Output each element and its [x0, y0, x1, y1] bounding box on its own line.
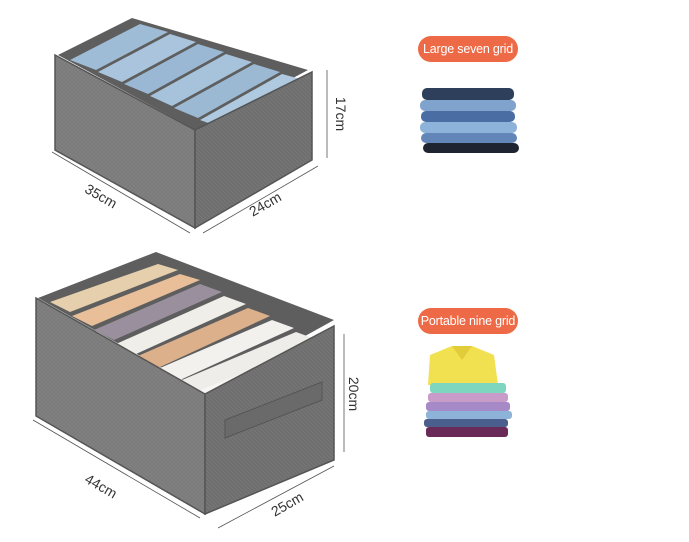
height-label: 20cm: [346, 376, 363, 412]
width-dimension-line: [202, 165, 319, 234]
large-seven-grid-badge: Large seven grid: [418, 36, 518, 62]
width-dimension-line: [217, 465, 335, 529]
portable-nine-grid-badge: Portable nine grid: [418, 308, 518, 334]
length-dimension-line: [32, 419, 201, 519]
handle-slot: [224, 381, 323, 439]
length-dimension-line: [51, 151, 191, 234]
